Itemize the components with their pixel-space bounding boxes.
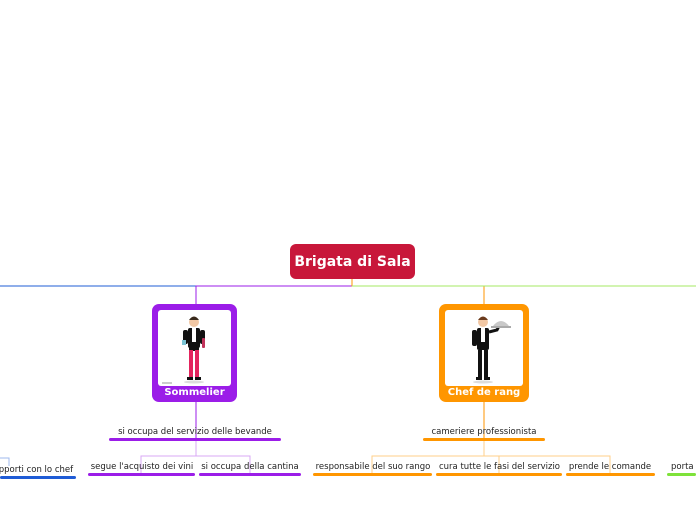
- root-label: Brigata di Sala: [294, 254, 410, 270]
- chef-de-rang-leaf-2-underline: [436, 473, 562, 476]
- connector-root-left-blue: [0, 279, 352, 286]
- sommelier-figure-drawing: [158, 310, 231, 386]
- left-offscreen-leaf-label: rapporti con lo chef: [0, 465, 73, 475]
- left-offscreen-leaf[interactable]: rapporti con lo chef: [0, 465, 70, 475]
- sommelier-label: Sommelier: [152, 387, 237, 398]
- right-offscreen-leaf-underline: [667, 473, 696, 476]
- chef-de-rang-leaf-3[interactable]: prende le comande: [566, 462, 654, 472]
- left-offscreen-leaf-underline: [0, 476, 76, 479]
- connector-root-chef-de-rang: [352, 279, 484, 304]
- chef-de-rang-label: Chef de rang: [439, 387, 529, 398]
- chef-de-rang-leaf-1[interactable]: responsabile del suo rango: [314, 462, 432, 472]
- chef-de-rang-leaf-3-underline: [566, 473, 655, 476]
- sommelier-leaf-1-underline: [88, 473, 195, 476]
- chef-de-rang-child-label[interactable]: cameriere professionista: [423, 427, 545, 437]
- sommelier-child-label[interactable]: si occupa del servizio delle bevande: [109, 427, 281, 437]
- root-node[interactable]: Brigata di Sala: [290, 244, 415, 279]
- right-offscreen-leaf[interactable]: porta: [671, 462, 696, 472]
- chef-de-rang-leaf-2[interactable]: cura tutte le fasi del servizio: [437, 462, 562, 472]
- sommelier-leaf-1[interactable]: segue l'acquisto dei vini: [89, 462, 195, 472]
- sommelier-leaf-2[interactable]: si occupa della cantina: [199, 462, 301, 472]
- chef-de-rang-card[interactable]: Chef de rang: [439, 304, 529, 402]
- connector-root-sommelier: [196, 279, 352, 304]
- chef-de-rang-child-underline: [423, 438, 545, 441]
- sommelier-figure: [158, 310, 231, 386]
- chef-de-rang-leaf-1-underline: [313, 473, 432, 476]
- sommelier-leaf-2-underline: [199, 473, 301, 476]
- waiter-with-cloche-figure: [445, 310, 523, 386]
- waiter-figure-drawing: [445, 310, 523, 386]
- sommelier-child-underline: [109, 438, 281, 441]
- right-offscreen-leaf-label: porta: [671, 462, 694, 472]
- sommelier-card[interactable]: Sommelier: [152, 304, 237, 402]
